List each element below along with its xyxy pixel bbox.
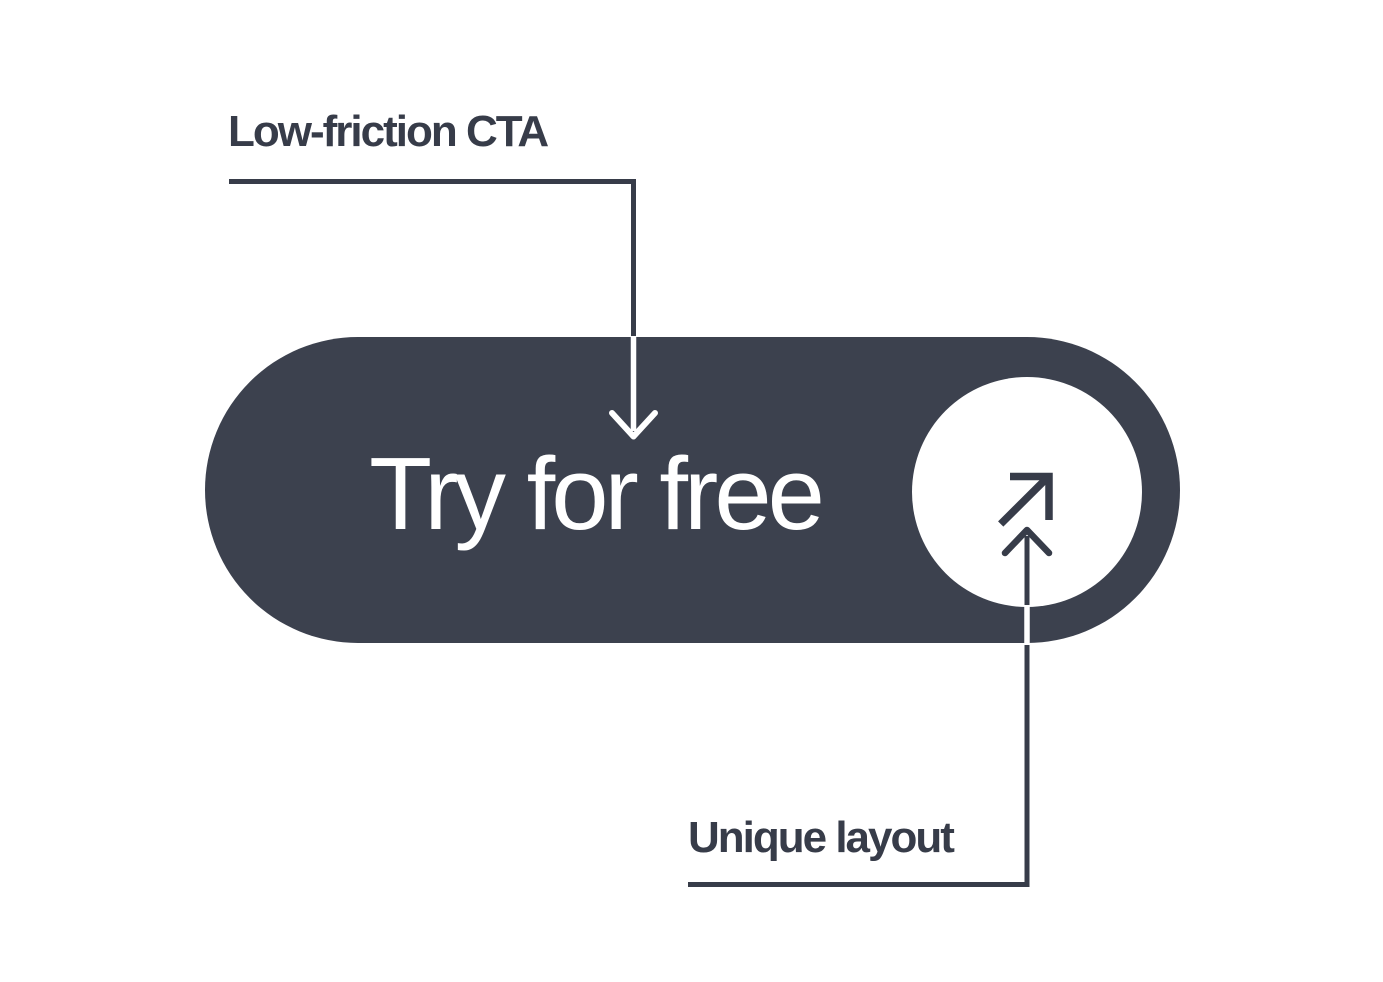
cta-button-label: Try for free xyxy=(369,436,825,551)
annotation-label-low-friction-cta: Low-friction CTA xyxy=(228,107,549,156)
try-for-free-button[interactable]: Try for free xyxy=(205,337,1180,643)
arrow-up-right-icon-corner xyxy=(1010,472,1053,520)
arrow-up-right-icon xyxy=(998,472,1053,527)
annotation-label-unique-layout: Unique layout xyxy=(688,813,955,862)
top-connector-line xyxy=(229,179,636,339)
arrow-up-right-icon-shaft xyxy=(998,474,1051,527)
cta-arrow-badge xyxy=(912,377,1142,607)
